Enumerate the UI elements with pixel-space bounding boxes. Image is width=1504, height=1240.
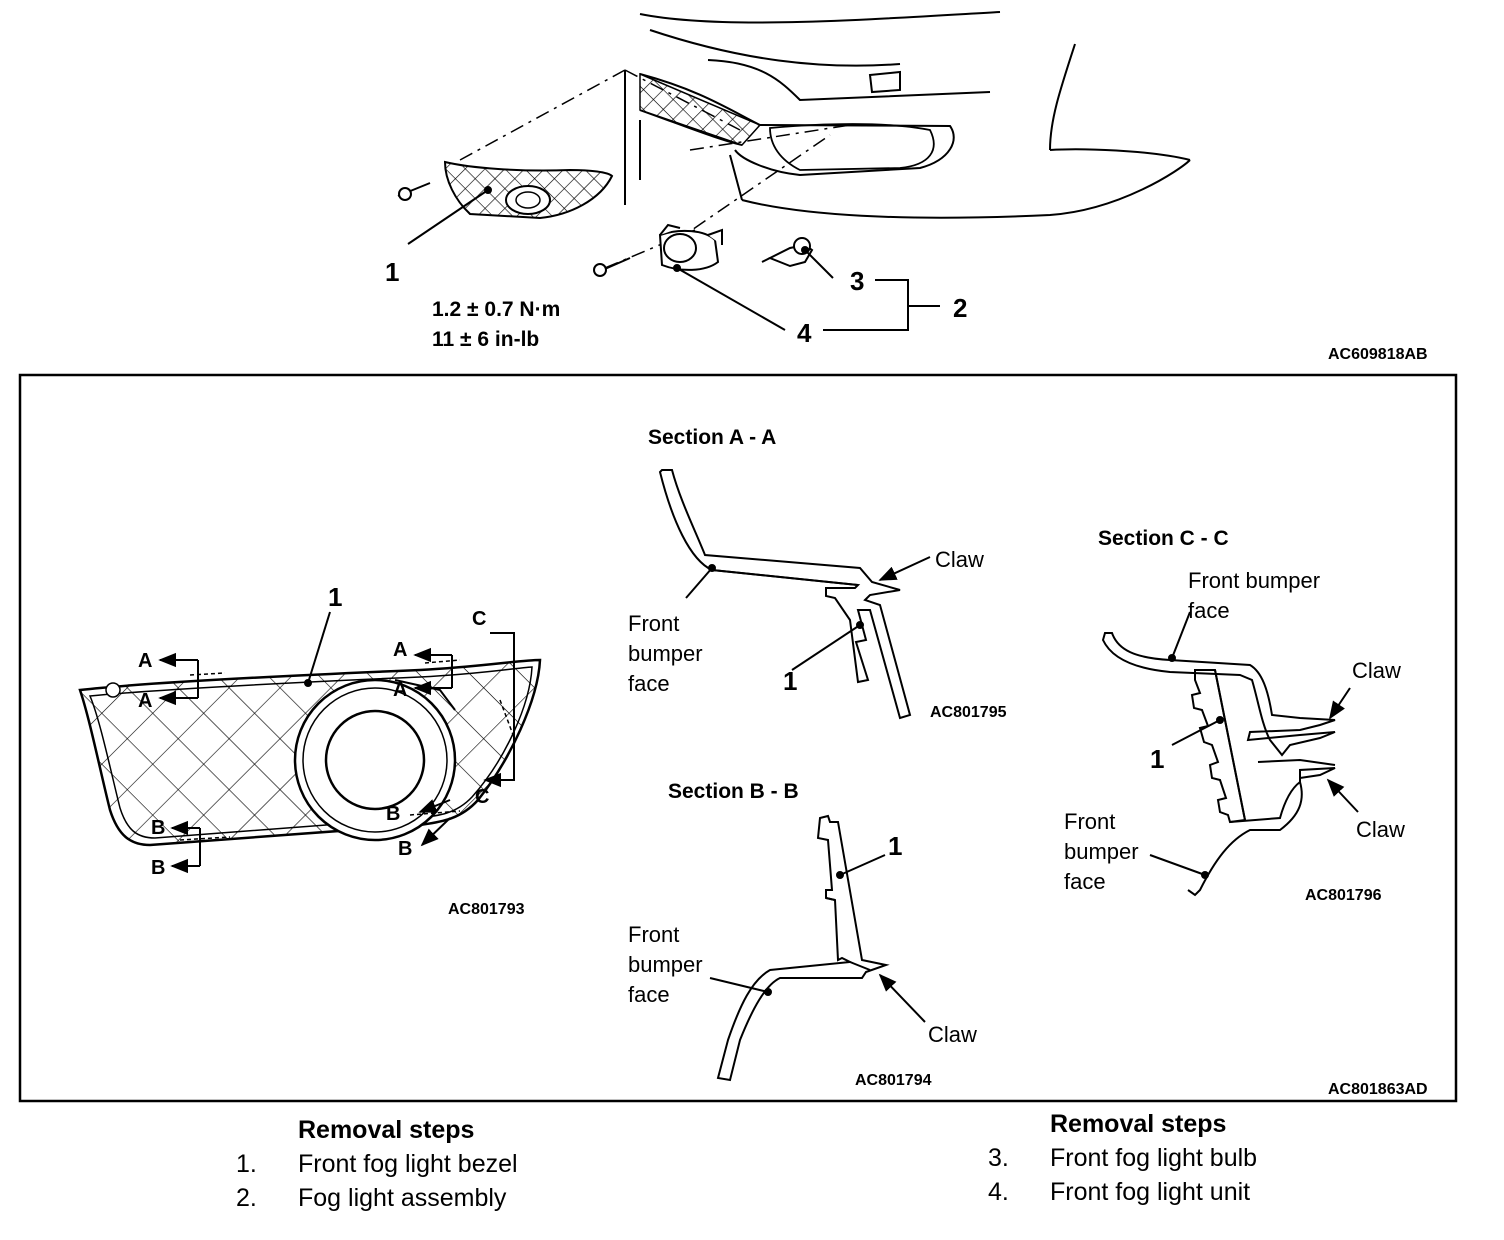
assembly-guide-lines (459, 69, 851, 269)
bumper-illustration (624, 11, 1191, 219)
section-c-figure-code: AC801796 (1305, 887, 1382, 904)
section-a-face-2: bumper (628, 641, 703, 666)
removal-step-item: 3.Front fog light bulb (988, 1144, 1258, 1172)
removal-step-item: 4.Front fog light unit (988, 1178, 1251, 1206)
marker-b-2: B (151, 857, 165, 879)
section-a-face-1: Front (628, 611, 679, 636)
marker-c-2: C (475, 786, 489, 808)
section-a-title: Section A - A (648, 426, 776, 449)
marker-a-4: A (393, 679, 407, 701)
callout-2-top: 2 (953, 293, 967, 323)
bezel-view-texts: 1 A A A A C C B B B B AC801793 (138, 582, 525, 918)
callout-1-top: 1 (385, 257, 399, 287)
removal-steps-right: Removal steps 3.Front fog light bulb 4.F… (988, 1107, 1257, 1209)
section-b-drawing (709, 814, 926, 1082)
section-b-figure-code: AC801794 (855, 1072, 932, 1089)
fog-light-unit-part (658, 223, 723, 271)
removal-steps-left: Removal steps 1.Front fog light bezel 2.… (236, 1113, 518, 1215)
section-a-claw: Claw (935, 547, 984, 572)
section-b-face-1: Front (628, 922, 679, 947)
torque-spec-imperial: 11 ± 6 in-lb (432, 328, 539, 351)
section-a-drawing (658, 469, 931, 720)
section-markers (158, 611, 515, 874)
callout-leaders (407, 186, 940, 331)
section-c-callout-1: 1 (1150, 744, 1164, 774)
lower-grille (639, 72, 762, 146)
marker-a-2: A (138, 690, 152, 712)
section-c-face-1: Front (1064, 809, 1115, 834)
section-c-claw-top: Claw (1352, 658, 1401, 683)
marker-a-3: A (393, 639, 407, 661)
section-c-face-3: face (1064, 869, 1106, 894)
section-c-texts: Section C - C Front bumper face Claw 1 C… (1064, 527, 1405, 904)
section-a-callout-1: 1 (783, 666, 797, 696)
mounting-hole-outline (769, 123, 935, 171)
top-callout-texts: 1 2 3 4 1.2 ± 0.7 N·m 11 ± 6 in-lb AC609… (385, 257, 1428, 363)
bezel-part (443, 160, 614, 220)
removal-steps-heading: Removal steps (1050, 1110, 1227, 1138)
section-a-face-3: face (628, 671, 670, 696)
unit-screw (593, 257, 631, 277)
bezel-front-view (78, 658, 542, 847)
section-b-claw: Claw (928, 1022, 977, 1047)
marker-b-3: B (386, 803, 400, 825)
marker-b-1: B (151, 817, 165, 839)
section-c-drawing (1101, 611, 1359, 897)
callout-1-bezel: 1 (328, 582, 342, 612)
section-c-face-2: bumper (1064, 839, 1139, 864)
section-b-texts: Section B - B 1 Front bumper face Claw A… (628, 780, 977, 1089)
section-b-callout-1: 1 (888, 831, 902, 861)
callout-4-top: 4 (797, 318, 812, 348)
marker-c-1: C (472, 608, 486, 630)
section-c-title: Section C - C (1098, 527, 1229, 550)
marker-b-4: B (398, 838, 412, 860)
section-a-texts: Section A - A Claw Front bumper face 1 A… (628, 426, 1007, 721)
figure-code-frame: AC801863AD (1328, 1081, 1428, 1098)
bezel-screw (397, 182, 431, 201)
figure-code-top: AC609818AB (1328, 346, 1428, 363)
section-b-face-3: face (628, 982, 670, 1007)
detail-frame (18, 373, 1458, 1103)
removal-steps-heading: Removal steps (298, 1116, 475, 1144)
torque-spec-metric: 1.2 ± 0.7 N·m (432, 298, 560, 321)
section-b-face-2: bumper (628, 952, 703, 977)
callout-3-top: 3 (850, 266, 864, 296)
section-b-title: Section B - B (668, 780, 799, 803)
removal-step-item: 2.Fog light assembly (236, 1184, 507, 1212)
section-c-top-face-2: face (1188, 598, 1230, 623)
section-a-figure-code: AC801795 (930, 704, 1007, 721)
section-c-claw-bottom: Claw (1356, 817, 1405, 842)
marker-a-1: A (138, 650, 152, 672)
section-c-top-face-1: Front bumper (1188, 568, 1320, 593)
removal-step-item: 1.Front fog light bezel (236, 1150, 518, 1178)
figure-code-bezel: AC801793 (448, 901, 525, 918)
